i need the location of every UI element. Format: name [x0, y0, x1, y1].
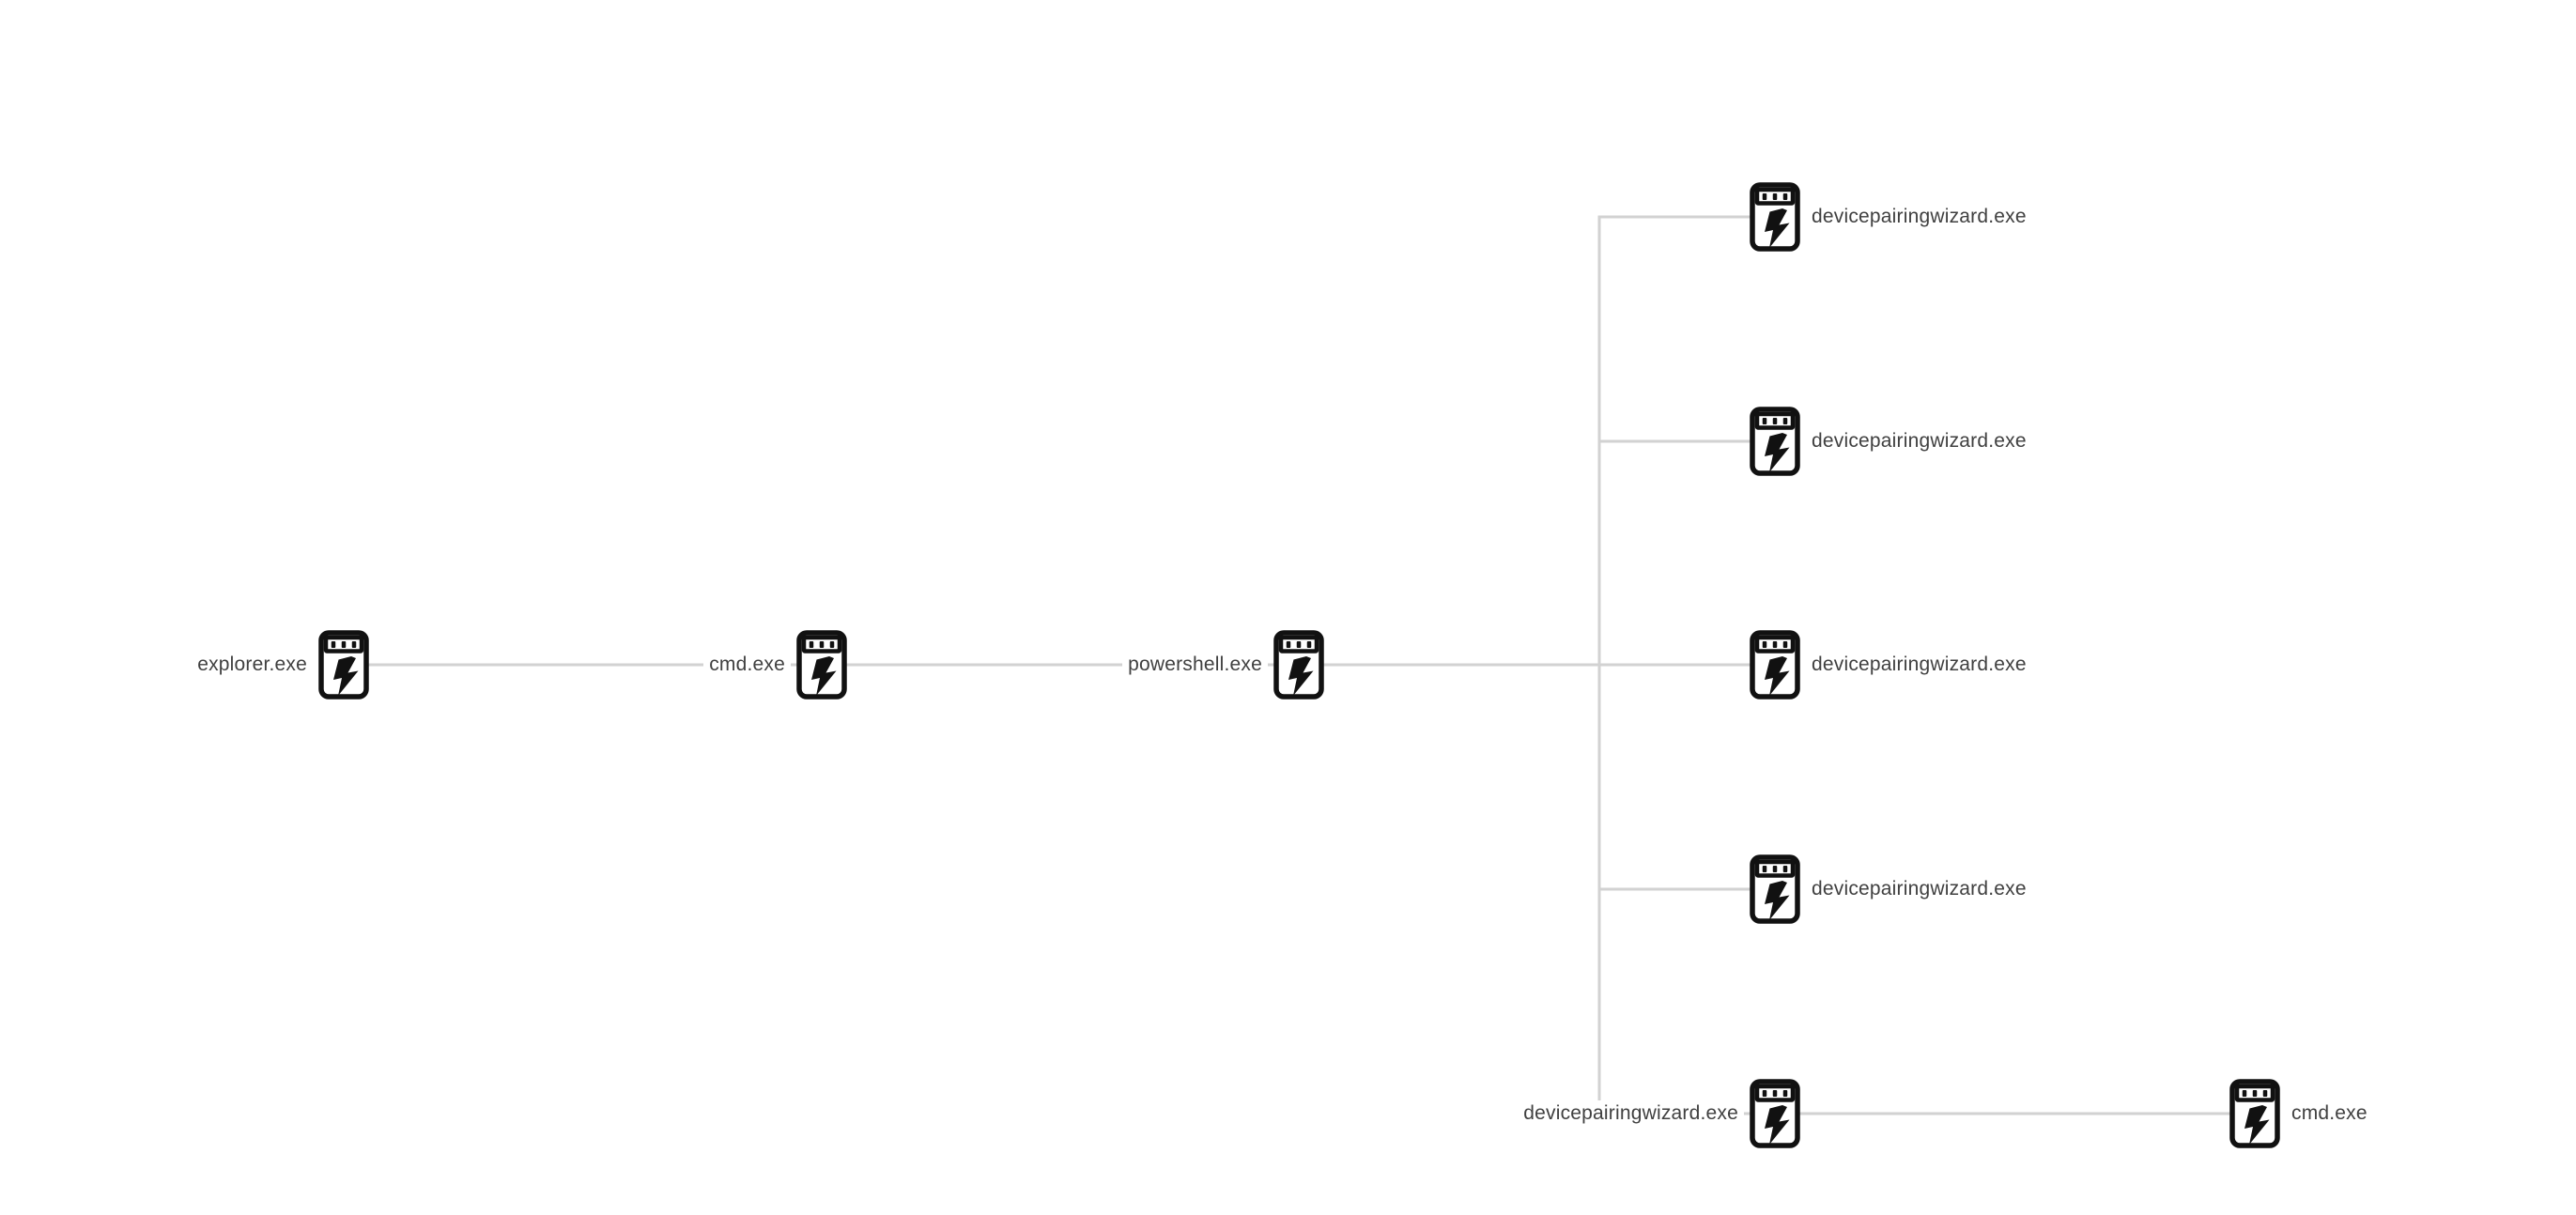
process-executable-icon[interactable]: [1750, 854, 1800, 924]
process-label: devicepairingwizard.exe: [1806, 651, 2032, 679]
process-edge-powershell-to-dpw-4: [1299, 663, 1775, 891]
process-executable-icon[interactable]: [1750, 1079, 1800, 1148]
process-label: devicepairingwizard.exe: [1806, 203, 2032, 231]
process-label: powershell.exe: [1122, 651, 1268, 679]
process-label: devicepairingwizard.exe: [1518, 1100, 1744, 1128]
process-label: devicepairingwizard.exe: [1806, 875, 2032, 903]
process-executable-icon[interactable]: [1273, 630, 1324, 700]
process-executable-icon[interactable]: [796, 630, 847, 700]
process-label: cmd.exe: [703, 651, 791, 679]
process-executable-icon[interactable]: [318, 630, 369, 700]
process-label: devicepairingwizard.exe: [1806, 427, 2032, 455]
process-executable-icon[interactable]: [1750, 407, 1800, 476]
process-label: cmd.exe: [2286, 1100, 2373, 1128]
process-executable-icon[interactable]: [2229, 1079, 2280, 1148]
process-label: explorer.exe: [192, 651, 313, 679]
process-executable-icon[interactable]: [1750, 182, 1800, 252]
process-edge-powershell-to-dpw-2: [1299, 439, 1775, 667]
process-executable-icon[interactable]: [1750, 630, 1800, 700]
